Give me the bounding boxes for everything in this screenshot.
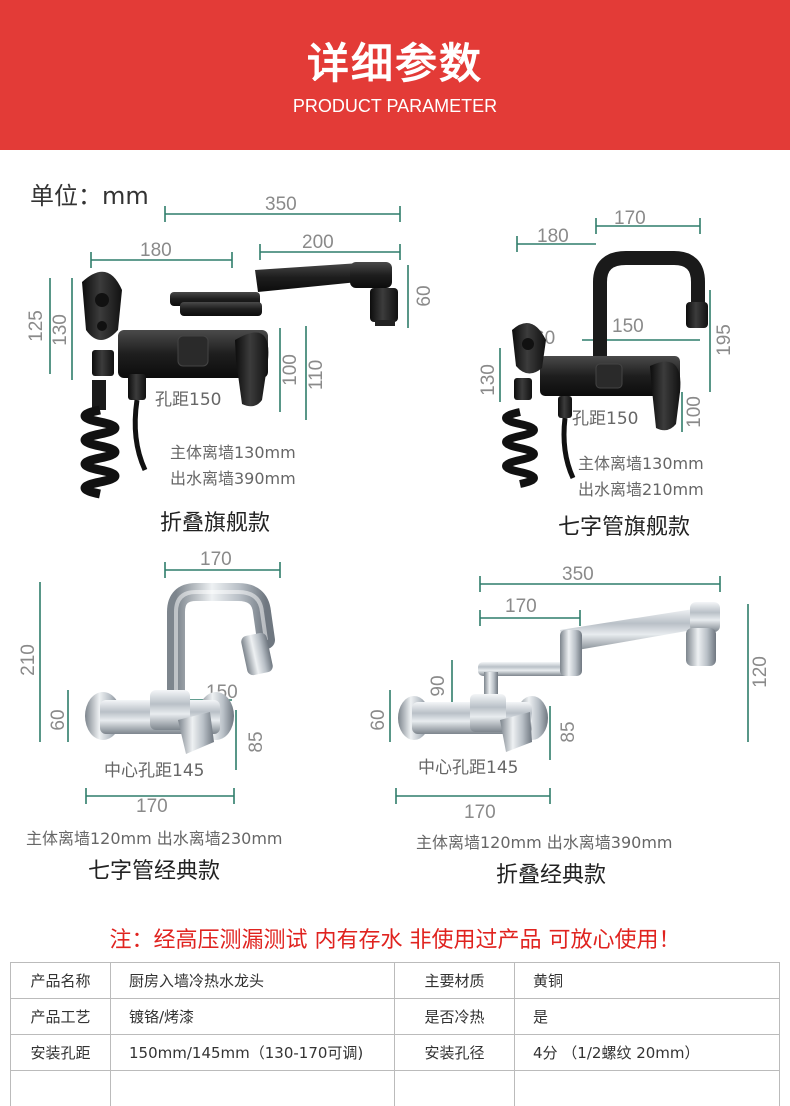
m1-dim-110: 110 xyxy=(306,360,327,390)
model-2-seven-pipe-flagship: 180 170 150 195 60 130 100 孔距150 主体离墙1 xyxy=(478,208,735,540)
model-3-seven-pipe-classic: 170 210 150 60 85 170 中心孔距145 主体离墙120mm … xyxy=(18,549,283,884)
m1-dim-180: 180 xyxy=(140,240,172,261)
m1-hole-distance: 孔距150 xyxy=(155,390,221,410)
spec-value xyxy=(514,1070,780,1106)
m3-distance-line: 主体离墙120mm 出水离墙230mm xyxy=(26,829,283,848)
m2-faucet-image xyxy=(502,251,708,488)
spec-value xyxy=(110,1070,395,1106)
m4-model-name: 折叠经典款 xyxy=(496,863,606,888)
m3-faucet-image xyxy=(85,583,275,754)
m3-dim-170-bottom: 170 xyxy=(136,796,168,817)
m1-dim-350: 350 xyxy=(265,194,297,215)
spec-key xyxy=(10,1070,111,1106)
m3-model-name: 七字管经典款 xyxy=(88,859,220,884)
m4-dim-90: 90 xyxy=(428,675,449,696)
unit-label: 单位：mm xyxy=(30,182,149,210)
m2-dim-130: 130 xyxy=(478,364,499,396)
m1-faucet-image xyxy=(80,262,398,499)
m2-dim-150: 150 xyxy=(612,316,644,337)
model-1-folding-flagship: 350 180 200 60 125 130 100 110 xyxy=(26,194,435,536)
m1-dim-60: 60 xyxy=(414,285,435,306)
m1-dim-125: 125 xyxy=(26,310,47,342)
spec-value: 150mm/145mm（130-170可调) xyxy=(110,1034,395,1071)
m4-dim-170-bottom: 170 xyxy=(464,802,496,823)
m4-dim-350: 350 xyxy=(562,564,594,585)
m3-dim-210: 210 xyxy=(18,644,39,676)
spec-key: 主要材质 xyxy=(394,962,515,999)
m3-dim-85: 85 xyxy=(246,731,267,752)
m2-dim-180: 180 xyxy=(537,226,569,247)
m4-dim-170: 170 xyxy=(505,596,537,617)
spec-table: 产品名称 厨房入墙冷热水龙头 主要材质 黄铜 产品工艺 镀铬/烤漆 是否冷热 是… xyxy=(10,962,780,1106)
spec-value: 厨房入墙冷热水龙头 xyxy=(110,962,395,999)
m1-dim-100: 100 xyxy=(280,354,301,386)
spec-key: 产品名称 xyxy=(10,962,111,999)
m4-faucet-image xyxy=(398,602,720,752)
page-title: 详细参数 xyxy=(306,39,483,88)
spec-value: 镀铬/烤漆 xyxy=(110,998,395,1035)
spec-key xyxy=(394,1070,515,1106)
m4-dim-85: 85 xyxy=(558,721,579,742)
m2-dim-100: 100 xyxy=(684,396,705,428)
spec-value: 4分 （1/2螺纹 20mm） xyxy=(514,1034,780,1071)
m2-body-distance: 主体离墙130mm xyxy=(578,454,704,473)
m2-dim-170: 170 xyxy=(614,208,646,229)
m4-dim-60: 60 xyxy=(368,709,389,730)
table-row xyxy=(10,1070,780,1106)
spec-key: 产品工艺 xyxy=(10,998,111,1035)
spec-key: 安装孔径 xyxy=(394,1034,515,1071)
spec-value: 是 xyxy=(514,998,780,1035)
m3-hole-distance: 中心孔距145 xyxy=(104,761,204,781)
header-banner: 详细参数 PRODUCT PARAMETER xyxy=(0,0,790,150)
m1-outlet-distance: 出水离墙390mm xyxy=(170,469,296,488)
m3-dim-170: 170 xyxy=(200,549,232,570)
table-row: 产品名称 厨房入墙冷热水龙头 主要材质 黄铜 xyxy=(10,962,780,999)
m2-outlet-distance: 出水离墙210mm xyxy=(578,480,704,499)
m2-hole-distance: 孔距150 xyxy=(572,409,638,429)
m4-distance-line: 主体离墙120mm 出水离墙390mm xyxy=(416,833,673,852)
m4-dim-120: 120 xyxy=(750,656,771,688)
m1-dim-200: 200 xyxy=(302,232,334,253)
m1-body-distance: 主体离墙130mm xyxy=(170,443,296,462)
table-row: 安装孔距 150mm/145mm（130-170可调) 安装孔径 4分 （1/2… xyxy=(10,1034,780,1071)
spec-key: 安装孔距 xyxy=(10,1034,111,1071)
page-subtitle: PRODUCT PARAMETER xyxy=(292,96,498,116)
m2-dim-195: 195 xyxy=(714,324,735,356)
m4-hole-distance: 中心孔距145 xyxy=(418,758,518,778)
m2-model-name: 七字管旗舰款 xyxy=(558,515,690,540)
m1-dim-130: 130 xyxy=(50,314,71,346)
table-row: 产品工艺 镀铬/烤漆 是否冷热 是 xyxy=(10,998,780,1035)
spec-value: 黄铜 xyxy=(514,962,780,999)
m1-model-name: 折叠旗舰款 xyxy=(160,511,270,536)
spec-key: 是否冷热 xyxy=(394,998,515,1035)
model-4-folding-classic: 350 170 120 90 60 85 170 中心 xyxy=(368,564,771,888)
m3-dim-60: 60 xyxy=(48,709,69,730)
test-note: 注：经高压测漏测试 内有存水 非使用过产品 可放心使用！ xyxy=(109,928,681,953)
